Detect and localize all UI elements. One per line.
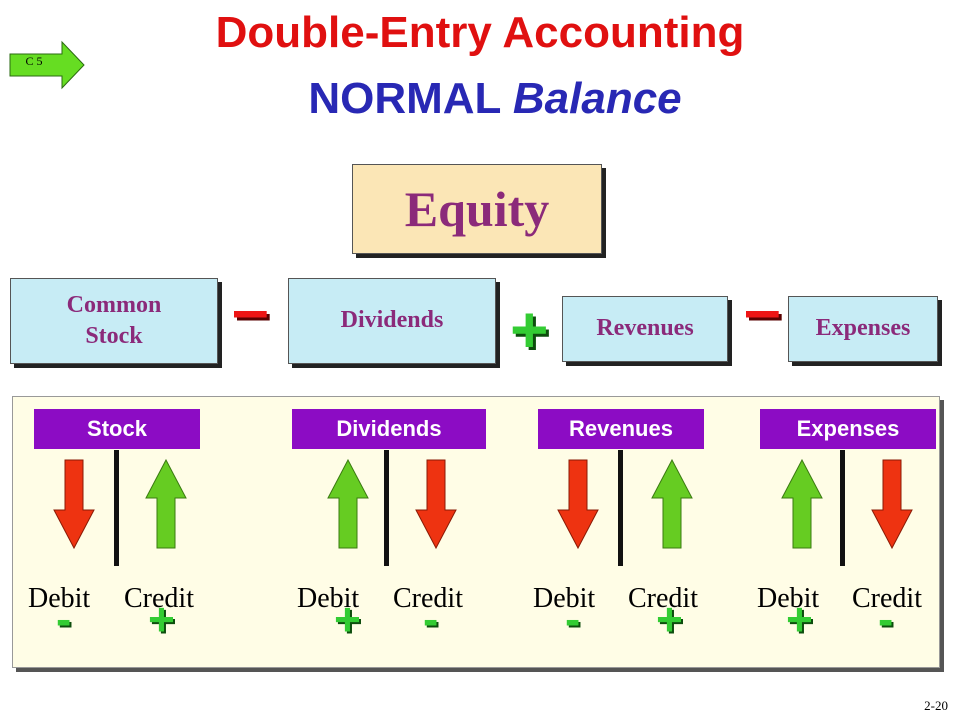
credit-sign: - <box>878 593 894 645</box>
equity-label: Equity <box>404 181 550 237</box>
arrow-up-icon <box>781 458 823 549</box>
minus-operator: – <box>232 272 269 346</box>
credit-label: Credit <box>628 583 698 614</box>
debit-label: Debit <box>757 583 820 614</box>
credit-sign: + <box>656 593 683 645</box>
debit-sign: - <box>56 593 72 645</box>
expenses-box: Expenses <box>788 296 938 362</box>
t-account-header: Stock <box>34 409 200 449</box>
tag-label: C 5 <box>25 54 43 68</box>
debit-sign: - <box>565 593 581 645</box>
expenses-label: Expenses <box>815 315 911 342</box>
t-account-header: Expenses <box>760 409 936 449</box>
dividends-label: Dividends <box>340 307 444 334</box>
common-stock-box: Common Stock <box>10 278 218 364</box>
debit-label: Debit <box>533 583 596 614</box>
t-account-header: Revenues <box>538 409 704 449</box>
equity-box: Equity <box>352 164 602 254</box>
common-stock-line2: Stock <box>85 323 143 349</box>
common-stock-line1: Common <box>66 291 162 318</box>
title-line-1: Double-Entry Accounting <box>215 8 745 57</box>
plus-operator: + <box>510 292 549 366</box>
credit-label: Credit <box>852 583 922 614</box>
debit-sign: + <box>334 593 361 645</box>
credit-label: Credit <box>393 583 463 614</box>
debit-label: Debit <box>28 583 91 614</box>
dividends-box: Dividends <box>288 278 496 364</box>
minus-operator-2: – <box>744 272 781 346</box>
arrow-up-icon <box>327 458 369 549</box>
revenues-label: Revenues <box>596 315 694 342</box>
title-balance: Balance <box>512 74 682 123</box>
arrow-down-icon <box>557 459 599 550</box>
debit-sign: + <box>786 593 813 645</box>
t-account-header: Dividends <box>292 409 486 449</box>
title-line-2: NORMAL Balance <box>0 74 960 124</box>
title-normal: NORMAL <box>308 74 501 123</box>
page-number: 2-20 <box>924 698 948 713</box>
revenues-box: Revenues <box>562 296 728 362</box>
arrow-down-icon <box>415 459 457 550</box>
t-account-divider <box>384 450 389 566</box>
t-account-divider <box>618 450 623 566</box>
t-account-divider <box>840 450 845 566</box>
credit-sign: + <box>148 593 175 645</box>
arrow-up-icon <box>145 458 187 549</box>
arrow-down-icon <box>871 459 913 550</box>
arrow-down-icon <box>53 459 95 550</box>
credit-sign: - <box>423 593 439 645</box>
arrow-tag-icon[interactable] <box>8 40 86 90</box>
arrow-up-icon <box>651 458 693 549</box>
credit-label: Credit <box>124 583 194 614</box>
debit-label: Debit <box>297 583 360 614</box>
t-account-divider <box>114 450 119 566</box>
